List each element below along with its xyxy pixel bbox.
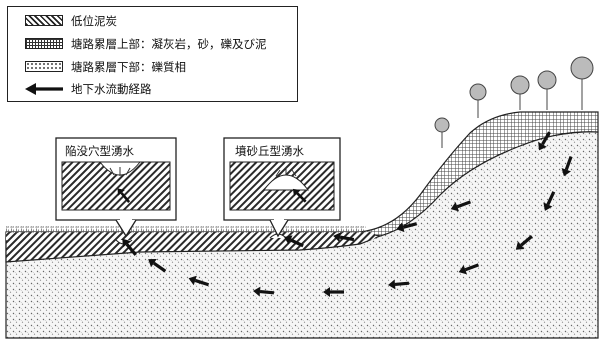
legend: 低位泥炭 塘路累層上部：凝灰岩，砂，礫及び泥 塘路累層下部：礫質相 地下水流動経…	[7, 6, 298, 102]
legend-item-lower-formation: 塘路累層下部：礫質相	[8, 56, 297, 78]
legend-label: 地下水流動経路	[71, 81, 152, 97]
callout-label: 墳砂丘型湧水	[235, 144, 304, 158]
marsh-grass	[6, 226, 366, 233]
flow-arrow-icon	[23, 81, 65, 97]
diagonal-hatch-swatch	[25, 15, 63, 26]
legend-label: 塘路累層下部：礫質相	[71, 59, 186, 75]
legend-item-peat: 低位泥炭	[8, 10, 297, 32]
callout-label: 陥没穴型湧水	[65, 144, 134, 158]
callout-sinkhole-spring: 陥没穴型湧水	[56, 138, 176, 236]
legend-item-flow-path: 地下水流動経路	[8, 78, 297, 100]
dots-swatch	[25, 61, 63, 72]
low-peat-layer	[6, 232, 376, 240]
grid-swatch	[25, 38, 63, 49]
callout-sand-boil-spring: 墳砂丘型湧水	[224, 138, 340, 236]
legend-label: 低位泥炭	[71, 13, 117, 29]
legend-label: 塘路累層上部：凝灰岩，砂，礫及び泥	[71, 36, 267, 52]
legend-item-upper-formation: 塘路累層上部：凝灰岩，砂，礫及び泥	[8, 33, 297, 55]
